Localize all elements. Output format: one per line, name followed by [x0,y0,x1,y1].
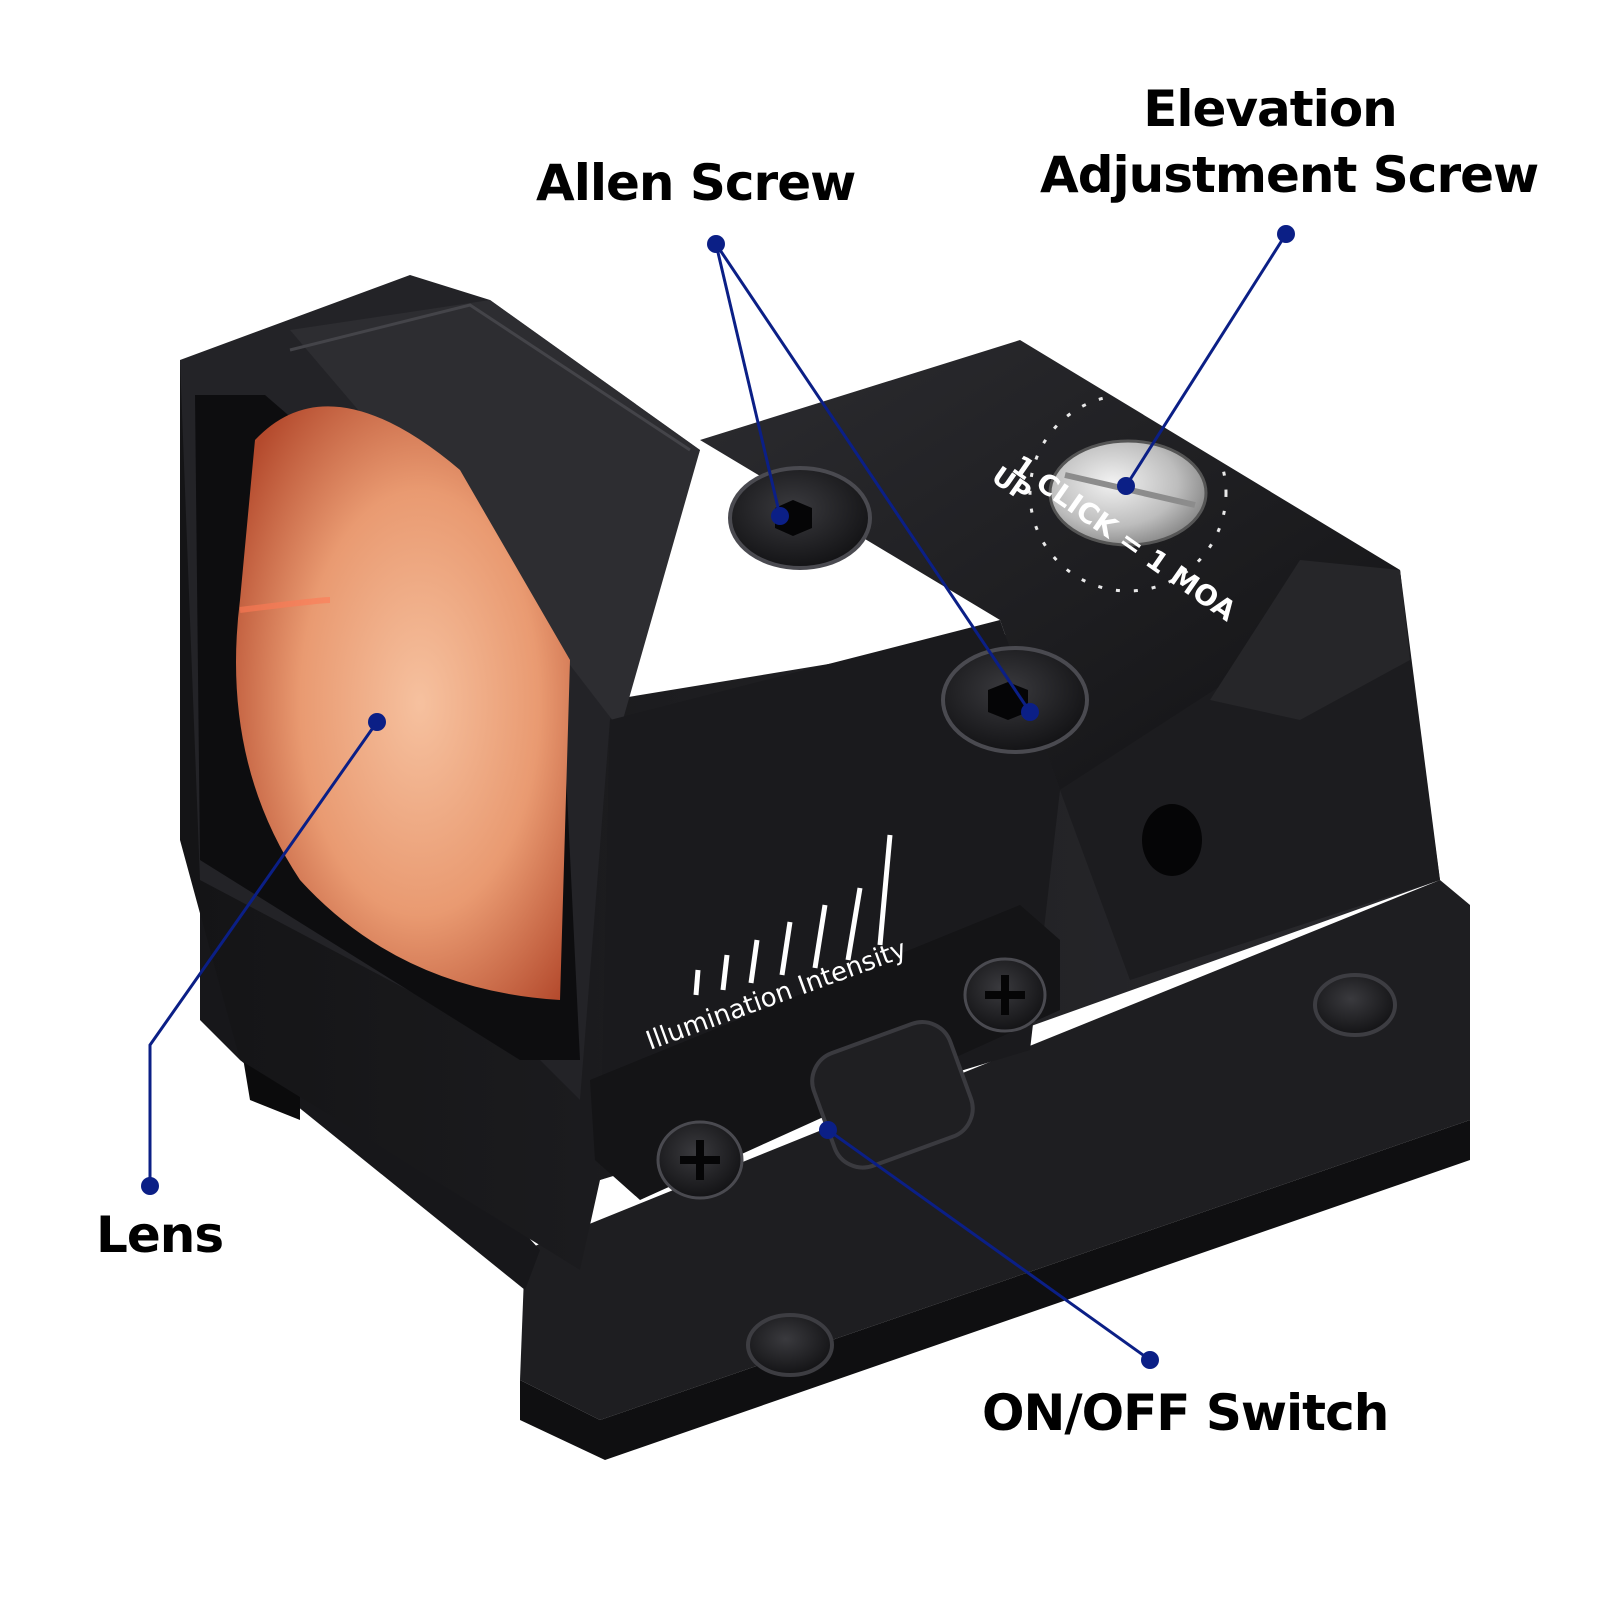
elevation-dot [1277,225,1295,243]
allen-dot [707,235,725,253]
elevation-screw-dot [1117,477,1135,495]
rail-screw-front [746,1313,834,1377]
allen-screw-callout: Allen Screw [536,154,856,212]
onoff-label-dot [1141,1351,1159,1369]
allen-screw-1-dot [771,507,789,525]
lens-leader [148,721,379,1186]
allen-leader-1 [714,243,782,517]
lens-label-dot [141,1177,159,1195]
elevation-callout: Elevation Adjustment Screw [1040,76,1539,208]
leader-lines [141,225,1295,1369]
lens-callout: Lens [96,1206,224,1264]
rail-screw-rear [1313,973,1397,1037]
elevation-callout-line1: Elevation [1143,80,1398,138]
lens-dot [368,713,386,731]
intensity-scale-icon [693,834,893,996]
elevation-callout-line2: Adjustment Screw [1040,146,1539,204]
allen-leader-2 [714,243,1032,713]
lens-glass [236,406,570,1000]
onoff-dot [819,1121,837,1139]
elevation-leader [1124,233,1288,487]
on-off-switch[interactable] [804,1014,981,1176]
allen-screw-2-dot [1021,703,1039,721]
battery-port [1142,804,1202,876]
allen-screws [728,466,1089,754]
onoff-leader [827,1128,1151,1362]
onoff-switch-callout: ON/OFF Switch [982,1384,1389,1442]
